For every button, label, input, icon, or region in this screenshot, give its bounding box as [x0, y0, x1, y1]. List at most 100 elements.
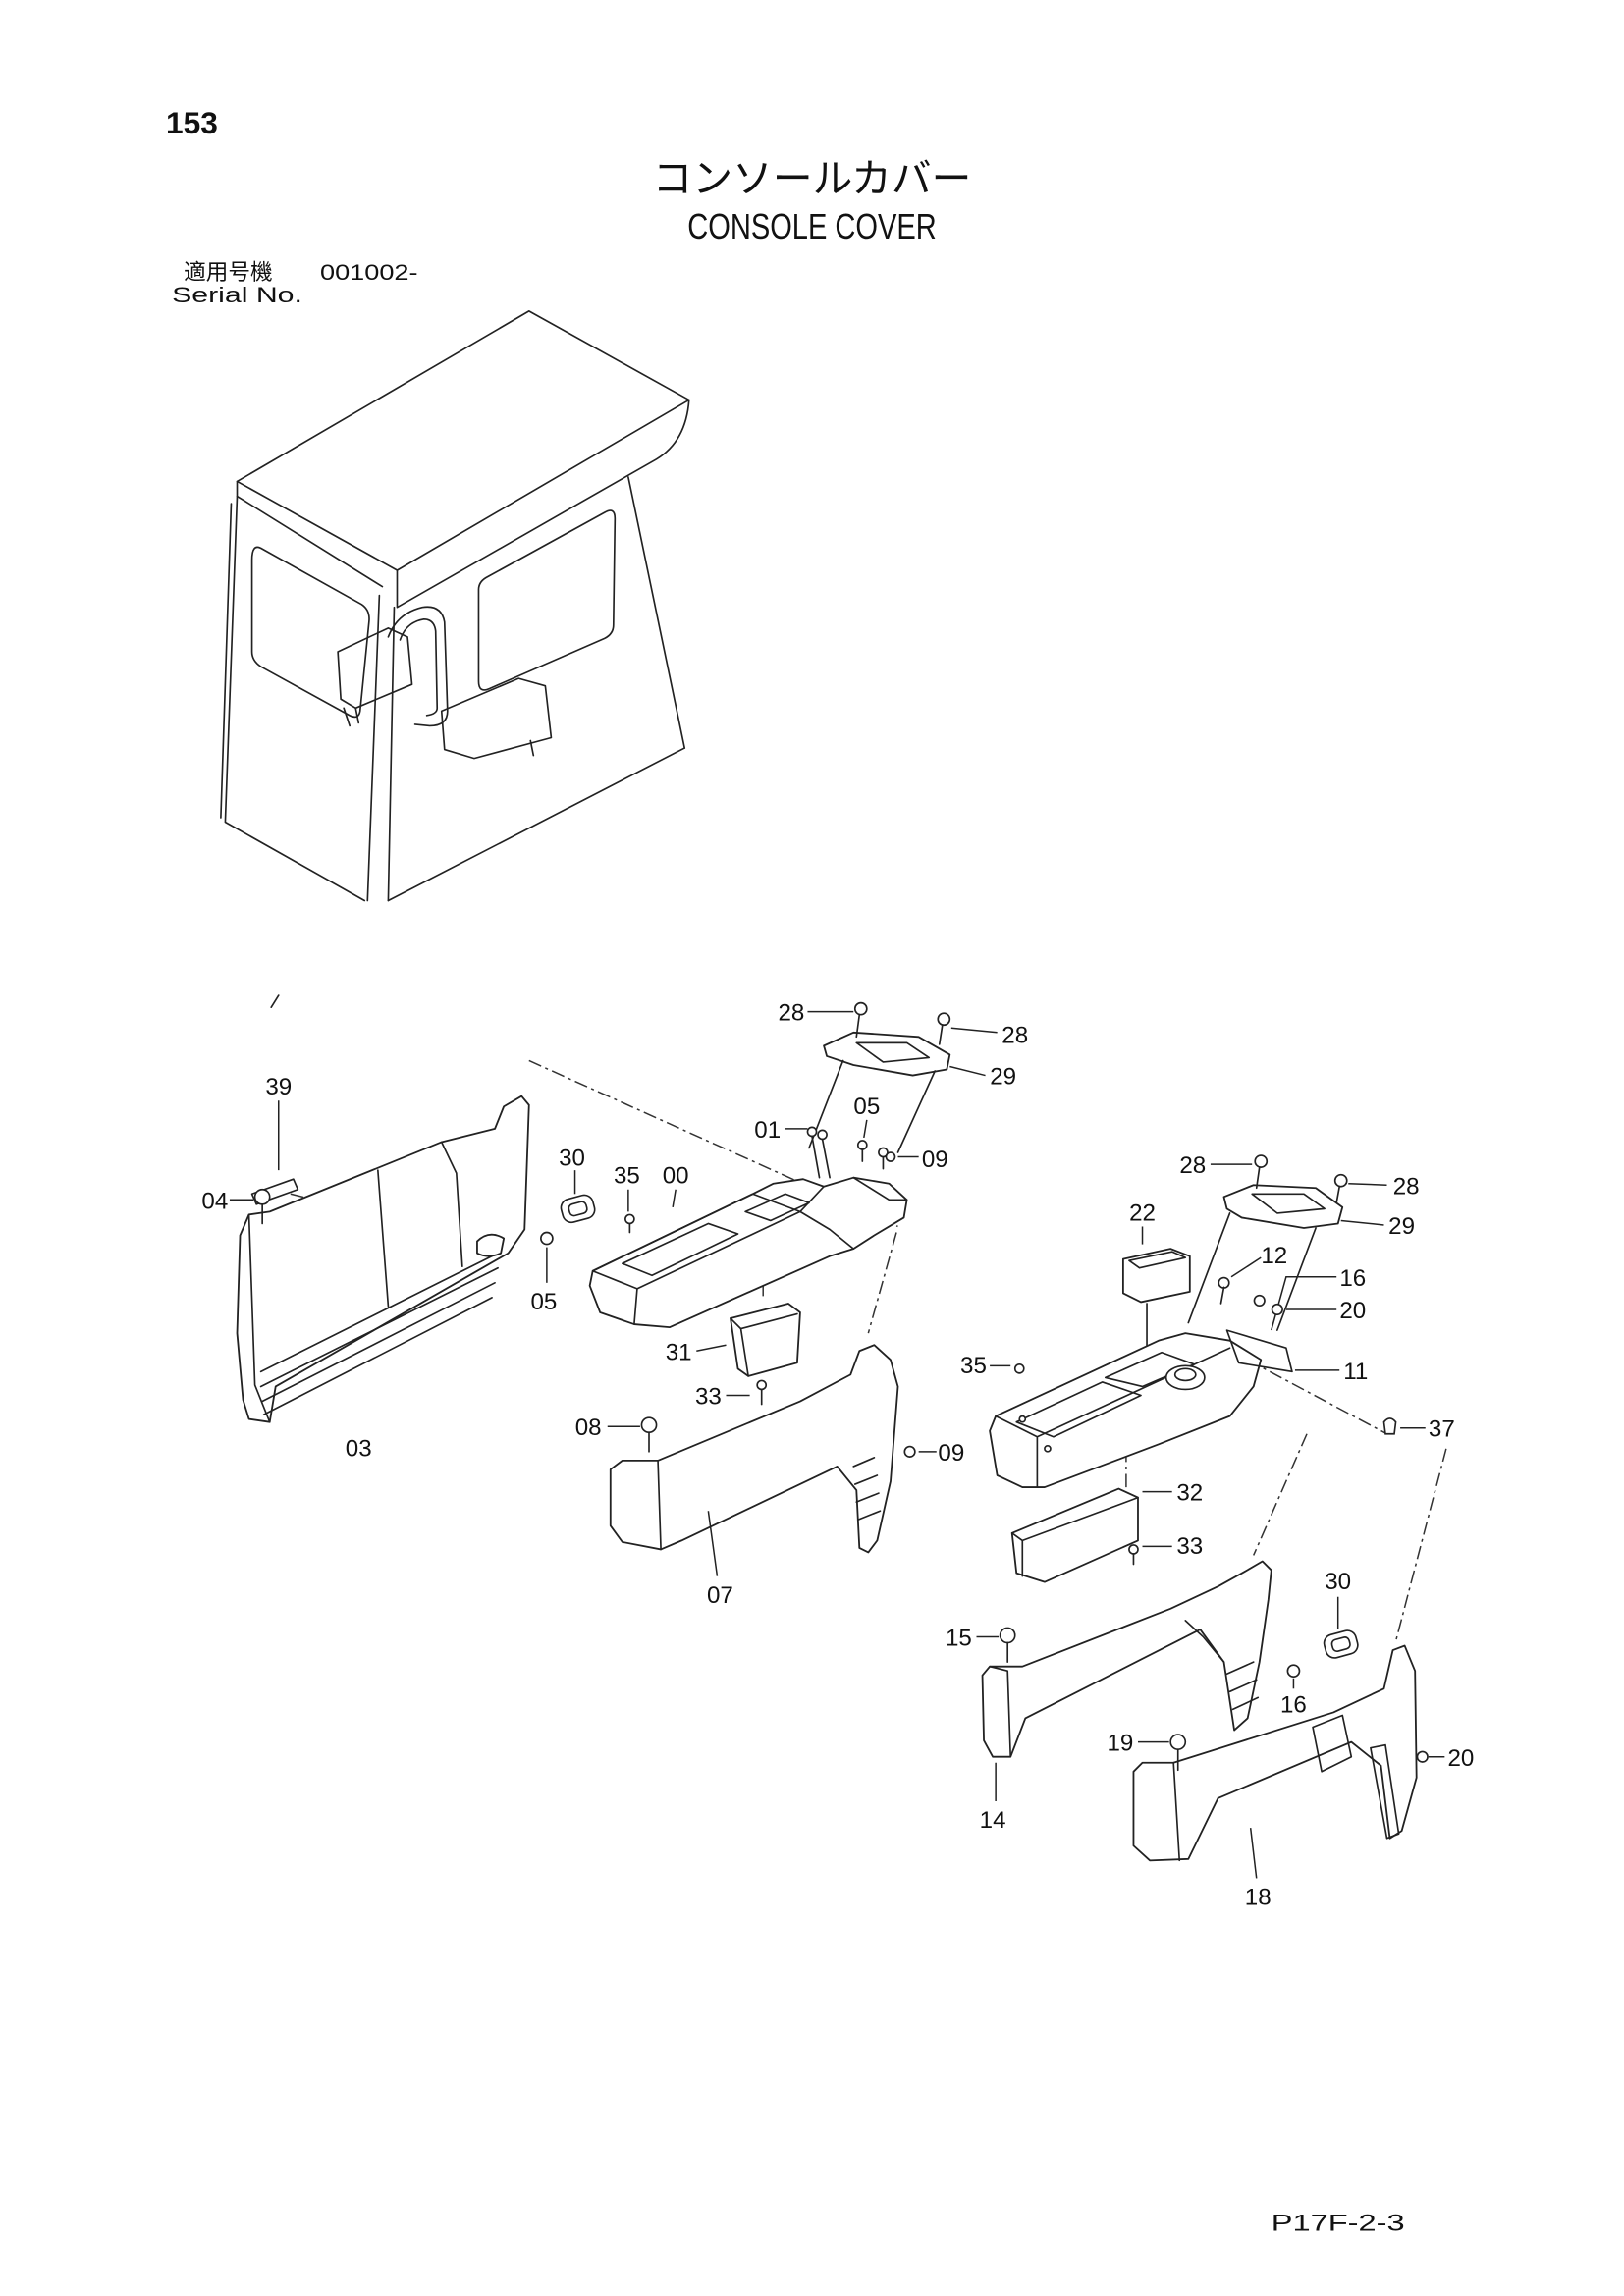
leader-line [1340, 1219, 1384, 1226]
part-29-top-plate-left [808, 1031, 986, 1153]
part-09-screw-side [903, 1445, 937, 1458]
callout-labels: 28 28 29 39 05 01 09 30 35 00 04 05 31 3… [201, 1000, 1474, 1911]
screw-head [756, 1379, 768, 1391]
cab-left-window [250, 546, 370, 719]
lower-cover-ribs [852, 1457, 882, 1522]
part-35-pin-right [990, 1362, 1025, 1374]
callout-35: 35 [960, 1353, 987, 1379]
box-edges [730, 1312, 798, 1377]
top-plate-grille [1251, 1193, 1326, 1214]
callout-33: 33 [695, 1384, 722, 1411]
callout-16: 16 [1339, 1265, 1366, 1292]
side-cover-inner-lines [377, 1141, 463, 1308]
callout-11: 11 [1343, 1359, 1368, 1385]
dashed-line [1247, 1359, 1387, 1435]
console-hole [1044, 1444, 1052, 1453]
side-cover-ribs [259, 1252, 499, 1415]
part-33-screw-left [726, 1379, 768, 1406]
lower-cover [609, 1344, 899, 1554]
part-05-nut [540, 1231, 554, 1283]
small-box-opening [1128, 1251, 1187, 1269]
box [730, 1303, 801, 1377]
lower-cover-ribs [1225, 1661, 1260, 1711]
grommet-inner [1330, 1636, 1351, 1653]
callout-30: 30 [1325, 1569, 1351, 1595]
dashed-line [1253, 1433, 1308, 1556]
strip [1225, 1329, 1293, 1373]
cab-seat-frame [387, 606, 449, 727]
top-plate [823, 1031, 951, 1077]
console-recess [1015, 1381, 1142, 1438]
callout-14: 14 [980, 1807, 1006, 1834]
part-09-screw-top [885, 1151, 919, 1162]
pin-head [640, 1416, 658, 1434]
serial-value: 001002- [320, 260, 418, 285]
screw-head [1128, 1544, 1139, 1555]
part-15-pin [976, 1627, 1016, 1663]
callout-19: 19 [1107, 1731, 1133, 1757]
label-plate [250, 1178, 299, 1205]
cab-roof-lip [236, 480, 384, 588]
lower-cover-bump [1312, 1714, 1353, 1773]
callout-32: 32 [1176, 1480, 1203, 1507]
serial-label-english: Serial No. [172, 283, 302, 307]
bolt-head [1333, 1173, 1348, 1188]
side-cover-clip [476, 1233, 506, 1257]
title-english: CONSOLE COVER [687, 206, 937, 246]
callout-22: 22 [1129, 1200, 1156, 1226]
screw-head [856, 1140, 868, 1150]
console-recess-small [1104, 1351, 1196, 1388]
part-16-screw-top [1253, 1276, 1337, 1331]
tray [1010, 1487, 1139, 1583]
screw-head [885, 1151, 896, 1162]
console-front-edge [633, 1288, 638, 1325]
side-cover-front-edge [247, 1213, 271, 1423]
part-20-screw-top [1271, 1303, 1337, 1316]
bolt-shank [855, 1013, 861, 1039]
callout-09: 09 [922, 1147, 948, 1173]
callout-16: 16 [1280, 1691, 1307, 1718]
part-08-pin [607, 1416, 658, 1453]
lower-cover [1132, 1644, 1418, 1862]
drawing-code: P17F-2-3 [1272, 2211, 1405, 2237]
callout-29: 29 [1388, 1213, 1415, 1240]
alignment-line [1187, 1212, 1317, 1331]
leader-line [696, 1344, 727, 1352]
callout-29: 29 [990, 1064, 1016, 1091]
bolt-head [1254, 1154, 1269, 1168]
bolt-head [853, 1001, 868, 1016]
callout-33: 33 [1176, 1533, 1203, 1560]
grommet-inner [568, 1201, 588, 1217]
small-box [1121, 1248, 1191, 1304]
console-hole [1018, 1415, 1027, 1423]
part-12-bolt [1218, 1256, 1262, 1305]
console-body [989, 1332, 1263, 1488]
part-18-lower-cover [1132, 1644, 1418, 1879]
part-30-grommet [560, 1170, 596, 1224]
part-32-tray [1010, 1487, 1172, 1583]
screw-head [1253, 1294, 1266, 1308]
callout-15: 15 [946, 1626, 972, 1652]
part-30-grommet-right [1323, 1596, 1359, 1659]
part-28-bolts-right [1210, 1154, 1387, 1204]
top-plate-grille [855, 1041, 931, 1063]
pin-head [1169, 1734, 1187, 1750]
part-16-nut [1286, 1664, 1301, 1689]
callout-28: 28 [1393, 1173, 1420, 1200]
dashed-line [1394, 1448, 1447, 1642]
cab-console-legs [343, 707, 535, 757]
part-04-pin [229, 1188, 271, 1225]
console-recess [622, 1222, 739, 1277]
cab-roof-top [236, 310, 690, 571]
bolt-shank [1255, 1166, 1261, 1190]
cab-roof-front [396, 399, 690, 609]
screw-head [1416, 1750, 1429, 1763]
callout-05: 05 [530, 1289, 557, 1315]
lower-cover-front-edge [657, 1460, 662, 1551]
callout-04: 04 [201, 1188, 228, 1214]
cab-front-pillar-inner [387, 606, 396, 902]
pin-head [624, 1213, 635, 1225]
top-plate [1222, 1184, 1344, 1229]
part-37-clip [1382, 1417, 1426, 1435]
leader-line-00 [672, 1189, 677, 1207]
